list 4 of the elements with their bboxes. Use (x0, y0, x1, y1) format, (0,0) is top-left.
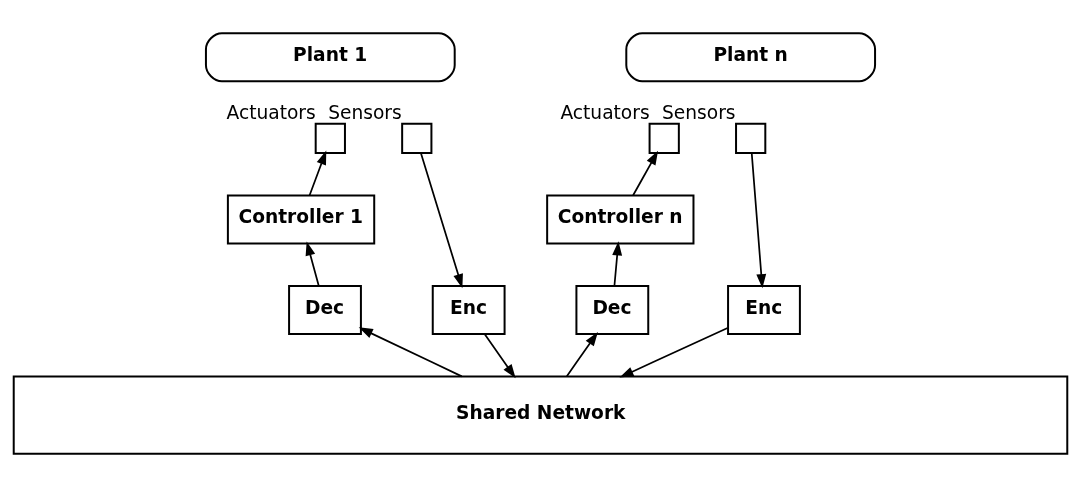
node-label: Sensors (662, 101, 736, 123)
node-label: Sensors (328, 101, 402, 123)
node-label: Actuators (226, 101, 316, 123)
node-label: Actuators (560, 101, 650, 123)
